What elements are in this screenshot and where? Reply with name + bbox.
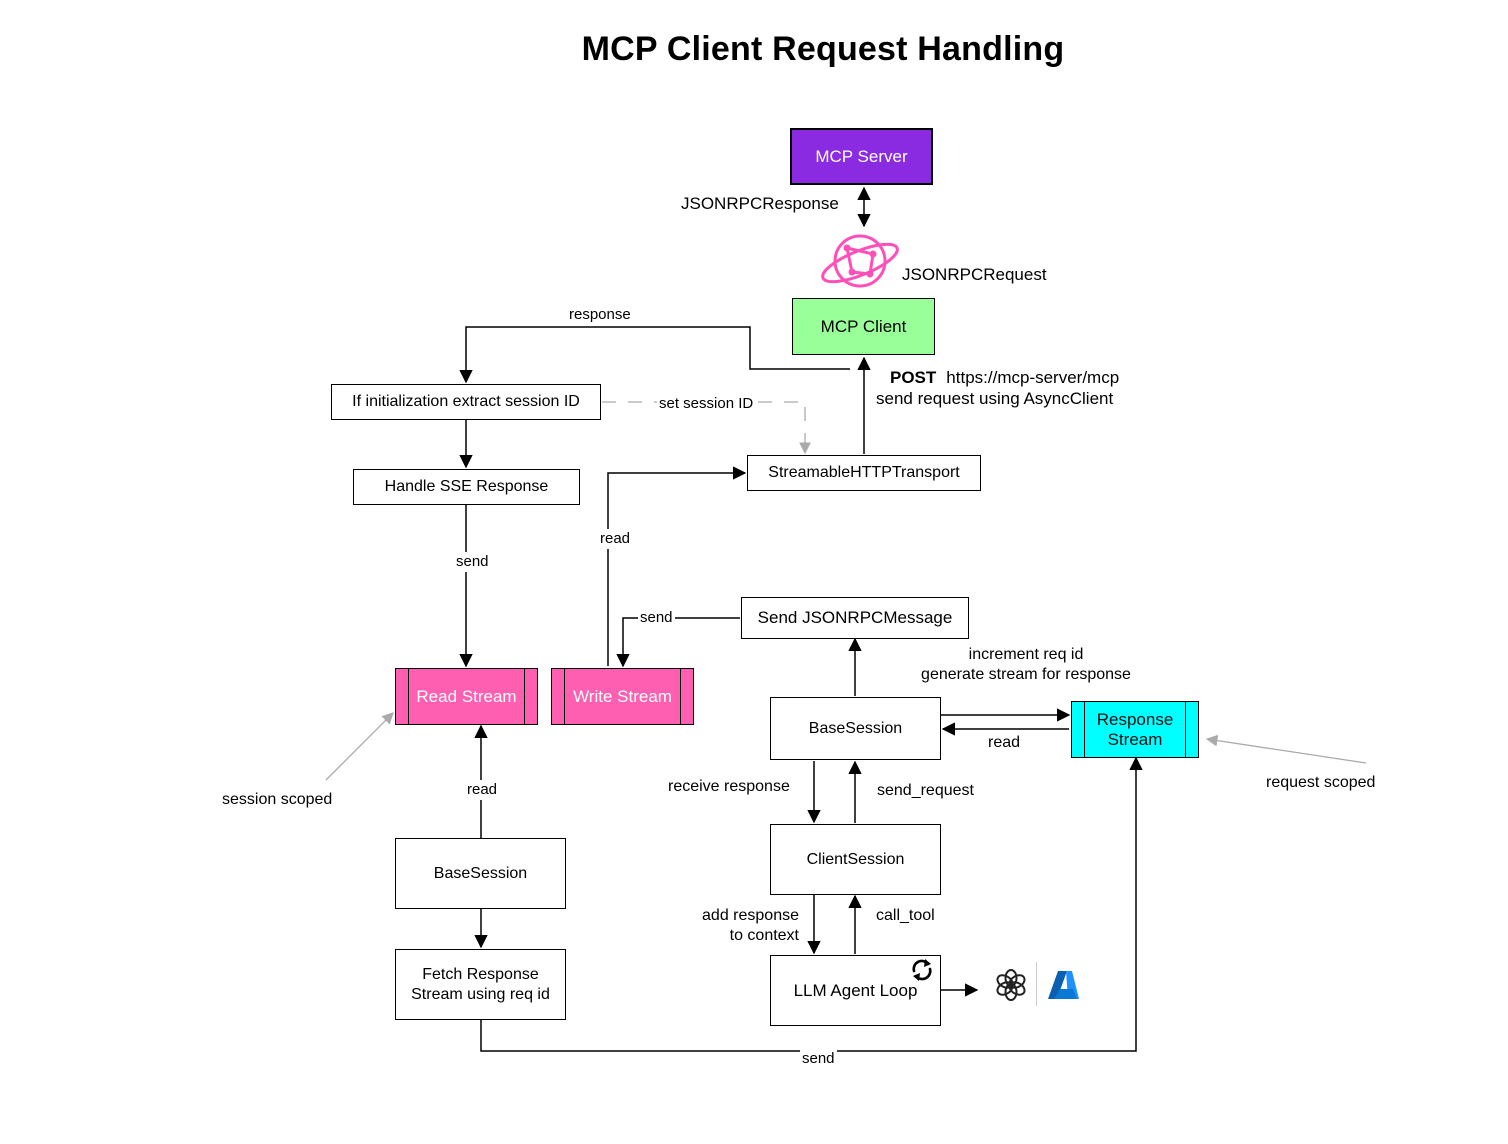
read-stream-label: Read Stream: [416, 686, 517, 706]
read-transport-label: read: [598, 529, 633, 549]
response-stream-node: Response Stream: [1071, 701, 1199, 758]
llm-agent-loop-label: LLM Agent Loop: [793, 980, 918, 1000]
stream-bar: [524, 669, 525, 724]
jsonrpc-response-label: JSONRPCResponse: [681, 194, 839, 213]
refresh-cycle-icon: [912, 959, 932, 981]
openai-logo-icon: [996, 969, 1026, 1001]
read-response-stream-label: read: [988, 734, 1021, 751]
fetch-response-node: Fetch Response Stream using req id: [395, 949, 566, 1020]
jsonrpc-request-label: JSONRPCRequest: [902, 265, 1047, 284]
stream-bar: [1185, 702, 1186, 757]
read-stream-node: Read Stream: [395, 668, 538, 725]
extract-session-node: If initialization extract session ID: [331, 384, 601, 420]
request-scoped-pointer: [1205, 734, 1367, 764]
response-stream-label: Response Stream: [1096, 709, 1174, 749]
read-left-label: read: [465, 780, 500, 800]
logo-divider: [1036, 962, 1037, 1006]
base-session-left-node: BaseSession: [395, 838, 566, 909]
stream-bar: [408, 669, 409, 724]
mcp-client-node: MCP Client: [792, 298, 935, 355]
llm-agent-loop-node: LLM Agent Loop: [770, 955, 941, 1026]
send-request-label: send_request: [877, 782, 974, 799]
stream-bar: [564, 669, 565, 724]
post-method: POST: [890, 368, 937, 387]
write-stream-label: Write Stream: [573, 686, 672, 706]
session-scoped-pointer: [325, 712, 394, 781]
set-session-dashed: [602, 401, 811, 455]
post-url: https://mcp-server/mcp: [946, 368, 1120, 387]
handle-sse-node: Handle SSE Response: [353, 469, 580, 505]
client-session-node: ClientSession: [770, 824, 941, 895]
writestream-to-transport: [607, 466, 747, 666]
send-sse-label: send: [454, 552, 491, 572]
increment-label: increment req id generate stream for res…: [921, 646, 1131, 683]
diagram-title: MCP Client Request Handling: [581, 30, 1065, 68]
sendmsg-to-writestream: [616, 617, 740, 668]
globe-network-icon: [821, 234, 899, 288]
stream-bar: [1084, 702, 1085, 757]
stream-bar: [680, 669, 681, 724]
transport-node: StreamableHTTPTransport: [747, 455, 981, 491]
azure-logo-icon: [1048, 971, 1079, 999]
post-line: POST https://mcp-server/mcp: [890, 368, 1119, 388]
response-path: [459, 326, 850, 384]
mcp-server-node: MCP Server: [790, 128, 933, 185]
send-write-label: send: [638, 608, 675, 628]
base-session-right-node: BaseSession: [770, 697, 941, 760]
session-scoped-label: session scoped: [222, 791, 333, 808]
request-scoped-label: request scoped: [1266, 774, 1376, 791]
call-tool-label: call_tool: [876, 907, 935, 924]
set-session-label: set session ID: [657, 394, 756, 414]
send-bottom-label: send: [800, 1049, 837, 1069]
send-async-label: send request using AsyncClient: [876, 389, 1114, 408]
receive-response-label: receive response: [668, 778, 790, 795]
write-stream-node: Write Stream: [551, 668, 694, 725]
response-label: response: [569, 306, 631, 323]
send-jsonrpc-node: Send JSONRPCMessage: [741, 597, 969, 639]
add-response-label: add response to context: [702, 907, 799, 944]
